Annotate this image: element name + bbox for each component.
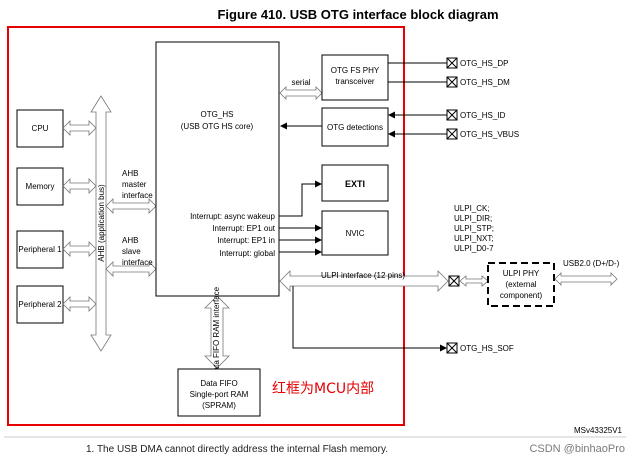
pin-otg-hs-dp: OTG_HS_DP [388, 57, 508, 69]
otg-fs-phy-block: OTG FS PHY transceiver [321, 54, 389, 101]
doc-id: MSv43325V1 [574, 426, 623, 435]
interrupt-ep1-in: Interrupt: EP1 in [217, 236, 275, 245]
fifo-label-2: Single-port RAM [190, 390, 249, 399]
interrupt-global: Interrupt: global [219, 249, 275, 258]
ulpi-interface-arrow [279, 270, 449, 292]
ahb-slave-label-1: AHB [122, 236, 138, 245]
ahb-slave-label-3: interface [122, 258, 153, 267]
ulpi-to-phy-arrow [459, 275, 489, 287]
peripheral2-bus-link [62, 296, 97, 312]
nvic-label: NVIC [345, 229, 364, 238]
ulpi-phy-external-block: ULPI PHY (external component) [487, 262, 555, 307]
pin-id-label: OTG_HS_ID [460, 111, 506, 120]
pin-dp-label: OTG_HS_DP [460, 59, 508, 68]
fifo-ram-interface-arrow [204, 295, 230, 369]
usb20-label: USB2.0 (D+/D-) [563, 259, 620, 268]
ahb-application-bus [90, 95, 112, 352]
ahb-master-label-2: master [122, 180, 147, 189]
exti-label: EXTI [345, 179, 365, 189]
memory-block: Memory [16, 167, 64, 206]
ulpi-phy-label-2: (external [505, 280, 536, 289]
serial-label: serial [291, 78, 310, 87]
otg-hs-core-block: OTG_HS (USB OTG HS core) Interrupt: asyn… [155, 41, 280, 297]
pin-otg-hs-dm: OTG_HS_DM [388, 76, 510, 88]
ulpi-signal-ck: ULPI_CK; [454, 204, 490, 213]
ulpi-phy-label-1: ULPI PHY [503, 269, 540, 278]
ulpi-phy-label-3: component) [500, 291, 543, 300]
pin-otg-hs-id: OTG_HS_ID [388, 109, 506, 121]
mcu-boundary-frame [7, 26, 405, 426]
ulpi-signal-nxt: ULPI_NXT; [454, 234, 494, 243]
sof-line [292, 286, 447, 352]
interrupt-async-wakeup: Interrupt: async wakeup [190, 212, 275, 221]
otg-core-label-2: (USB OTG HS core) [181, 122, 254, 131]
footnote: 1. The USB DMA cannot directly address t… [86, 444, 388, 455]
pin-sof-label: OTG_HS_SOF [460, 344, 514, 353]
watermark: CSDN @binhaoPro [529, 443, 625, 455]
ahb-slave-label-2: slave [122, 247, 141, 256]
ulpi-interface-label: ULPI interface (12 pins) [321, 271, 405, 280]
ulpi-signal-dir: ULPI_DIR; [454, 214, 492, 223]
cpu-bus-link [62, 120, 97, 136]
serial-link-arrow [279, 86, 323, 100]
peripheral1-label: Peripheral 1 [18, 245, 62, 254]
pin-ulpi [448, 275, 460, 287]
peripheral2-block: Peripheral 2 [16, 285, 64, 324]
fs-phy-label-2: transceiver [335, 77, 374, 86]
exti-block: EXTI [321, 164, 389, 202]
fifo-interface-label: Data FIFO RAM interface [212, 286, 221, 377]
peripheral1-bus-link [62, 241, 97, 257]
nvic-block: NVIC [321, 210, 389, 256]
ahb-master-label-1: AHB [122, 169, 138, 178]
ulpi-signal-d0-7: ULPI_D0-7 [454, 244, 494, 253]
otg-detections-block: OTG detections [321, 107, 389, 147]
cpu-label: CPU [32, 124, 49, 133]
wakeup-to-exti-arrow [279, 180, 322, 217]
peripheral2-label: Peripheral 2 [18, 300, 62, 309]
peripheral1-block: Peripheral 1 [16, 230, 64, 269]
figure-title: Figure 410. USB OTG interface block diag… [217, 7, 498, 22]
pin-otg-hs-sof: OTG_HS_SOF [446, 342, 514, 354]
mcu-internal-annotation: 红框为MCU内部 [272, 381, 374, 397]
otg-detections-label: OTG detections [327, 123, 383, 132]
pin-vbus-label: OTG_HS_VBUS [460, 130, 519, 139]
ahb-master-interface-arrow [105, 198, 157, 214]
pin-otg-hs-vbus: OTG_HS_VBUS [388, 128, 519, 140]
ahb-master-label-3: interface [122, 191, 153, 200]
ulpi-signal-stp: ULPI_STP; [454, 224, 494, 233]
memory-label: Memory [26, 182, 55, 191]
fifo-label-3: (SPRAM) [202, 401, 236, 410]
data-fifo-block: Data FIFO Single-port RAM (SPRAM) [177, 368, 261, 417]
ulpi-signal-list: ULPI_CK; ULPI_DIR; ULPI_STP; ULPI_NXT; U… [454, 204, 494, 253]
fs-phy-label-1: OTG FS PHY [331, 66, 380, 75]
otg-core-label-1: OTG_HS [201, 110, 234, 119]
pin-dm-label: OTG_HS_DM [460, 78, 510, 87]
ahb-bus-label: AHB (application bus) [97, 184, 106, 262]
fifo-label-1: Data FIFO [200, 379, 237, 388]
usb20-arrow [554, 272, 618, 286]
memory-bus-link [62, 178, 97, 194]
cpu-block: CPU [16, 109, 64, 148]
interrupt-ep1-out: Interrupt: EP1 out [212, 224, 275, 233]
